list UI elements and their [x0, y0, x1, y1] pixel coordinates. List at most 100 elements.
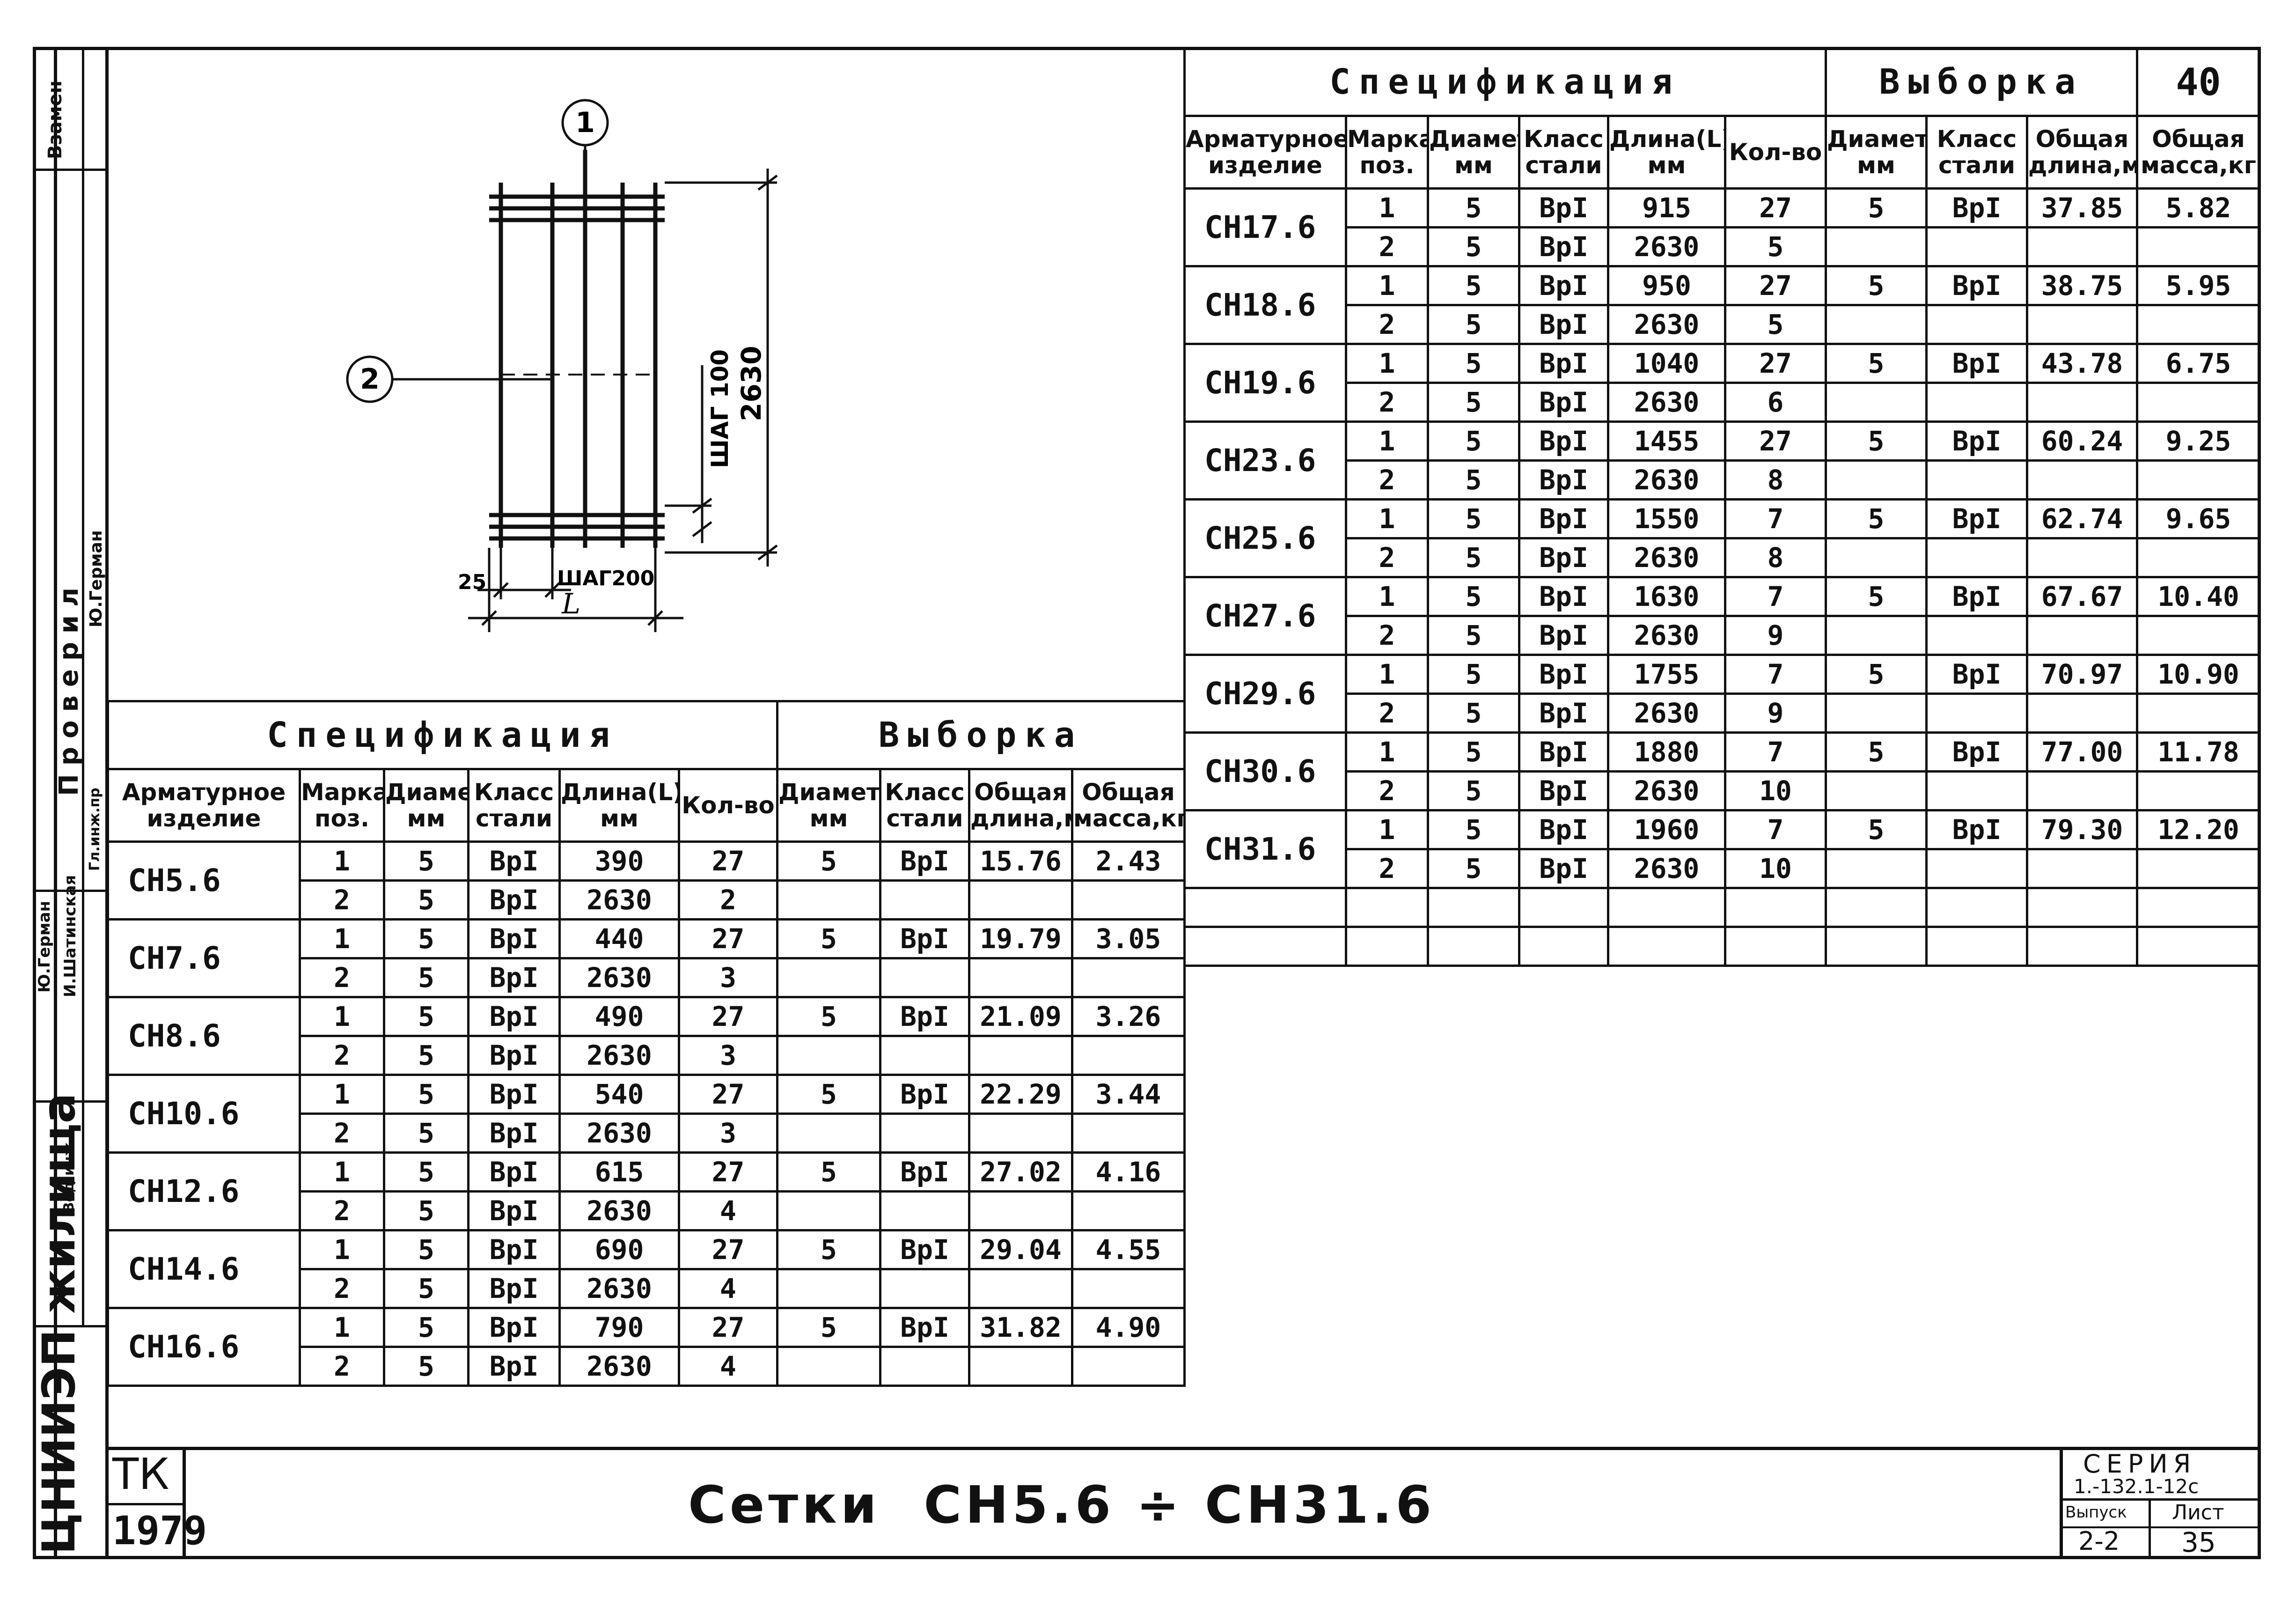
empty-cell: [2026, 537, 2138, 578]
total-length: 29.04: [968, 1229, 1073, 1270]
item-mark: СН16.6: [107, 1307, 301, 1387]
empty-cell: [1925, 848, 2028, 889]
cell-n: 2: [1345, 459, 1429, 501]
select-diameter: 5: [776, 1229, 881, 1270]
spec-title: Спецификация: [107, 700, 778, 770]
cell-c: ВрI: [1518, 809, 1609, 850]
cell-q: 27: [678, 840, 778, 882]
cell-n: 1: [299, 918, 385, 959]
cell-n: 2: [1345, 537, 1429, 578]
cell-q: 3: [678, 1035, 778, 1076]
empty-cell: [968, 1190, 1073, 1231]
item-mark: СН17.6: [1183, 187, 1347, 267]
cell-l: 2630: [558, 1035, 680, 1076]
empty-cell: [776, 1346, 881, 1387]
empty-cell: [2136, 537, 2261, 578]
empty-cell: [776, 1190, 881, 1231]
empty-cell: [1345, 926, 1429, 967]
cell-n: 1: [1345, 809, 1429, 850]
item-mark: СН25.6: [1183, 498, 1347, 578]
cell-n: 2: [299, 1190, 385, 1231]
cell-c: ВрI: [1518, 304, 1609, 345]
total-mass: 9.25: [2136, 420, 2261, 462]
select-class: ВрI: [1925, 498, 2028, 539]
empty-cell: [879, 1035, 970, 1076]
empty-cell: [1183, 926, 1347, 967]
total-mass: 3.44: [1071, 1074, 1186, 1115]
cell-d: 5: [1427, 848, 1520, 889]
step-vertical-label: ШАГ 100: [706, 349, 734, 468]
select-class: ВрI: [1925, 265, 2028, 306]
institute-name: ЦНИИЭП жилища: [33, 1093, 85, 1554]
cell-n: 1: [1345, 187, 1429, 228]
empty-cell: [1071, 1035, 1186, 1076]
cell-q: 2: [678, 879, 778, 921]
cell-d: 5: [383, 918, 469, 959]
cell-q: 27: [678, 918, 778, 959]
cell-c: ВрI: [1518, 731, 1609, 773]
item-mark: СН29.6: [1183, 654, 1347, 734]
cell-c: ВрI: [467, 1346, 561, 1387]
cell-n: 1: [299, 1229, 385, 1270]
empty-cell: [2136, 459, 2261, 501]
cell-l: 2630: [1607, 382, 1726, 423]
empty-cell: [1925, 537, 2028, 578]
empty-cell: [1825, 304, 1928, 345]
select-class: ВрI: [1925, 809, 2028, 850]
cell-c: ВрI: [467, 1035, 561, 1076]
left-margin-stamp-frame: [33, 47, 109, 1559]
series-label: СЕРИЯ: [2083, 1449, 2197, 1479]
empty-row: [1183, 926, 2261, 967]
empty-cell: [1925, 382, 2028, 423]
cell-l: 790: [558, 1307, 680, 1348]
empty-cell: [2026, 926, 2138, 967]
cell-q: 9: [1724, 615, 1827, 656]
cell-q: 27: [678, 1074, 778, 1115]
total-length: 62.74: [2026, 498, 2138, 539]
empty-cell: [1427, 887, 1520, 928]
select-class: ВрI: [879, 1151, 970, 1193]
total-mass: 9.65: [2136, 498, 2261, 539]
replace-label: Взамен: [44, 80, 66, 159]
cell-n: 1: [1345, 731, 1429, 773]
empty-cell: [1071, 1112, 1186, 1154]
cell-c: ВрI: [467, 1268, 561, 1309]
column-header: Кол-во: [1724, 115, 1827, 190]
cell-q: 27: [1724, 187, 1827, 228]
cell-d: 5: [1427, 343, 1520, 384]
select-diameter: 5: [1825, 265, 1928, 306]
cell-q: 10: [1724, 848, 1827, 889]
selection-title: Выборка: [776, 700, 1186, 770]
select-diameter: 5: [1825, 498, 1928, 539]
org-label: ТК: [112, 1449, 169, 1499]
cell-l: 950: [1607, 265, 1726, 306]
cell-l: 490: [558, 996, 680, 1037]
sheet-title: Сетки СН5.6 ÷ СН31.6: [688, 1475, 1436, 1535]
cell-c: ВрI: [467, 1190, 561, 1231]
total-mass: 4.90: [1071, 1307, 1186, 1348]
empty-cell: [776, 1035, 881, 1076]
cell-n: 1: [1345, 576, 1429, 617]
empty-cell: [1724, 926, 1827, 967]
cell-d: 5: [1427, 692, 1520, 734]
item-mark: СН8.6: [107, 996, 301, 1076]
empty-cell: [1427, 926, 1520, 967]
cell-l: 615: [558, 1151, 680, 1193]
empty-cell: [1607, 887, 1726, 928]
item-mark: СН31.6: [1183, 809, 1347, 889]
cell-d: 5: [1427, 265, 1520, 306]
cell-c: ВрI: [1518, 226, 1609, 267]
cell-q: 9: [1724, 692, 1827, 734]
step-horizontal-label: ШАГ200: [557, 567, 654, 590]
empty-cell: [2136, 692, 2261, 734]
empty-cell: [776, 1268, 881, 1309]
